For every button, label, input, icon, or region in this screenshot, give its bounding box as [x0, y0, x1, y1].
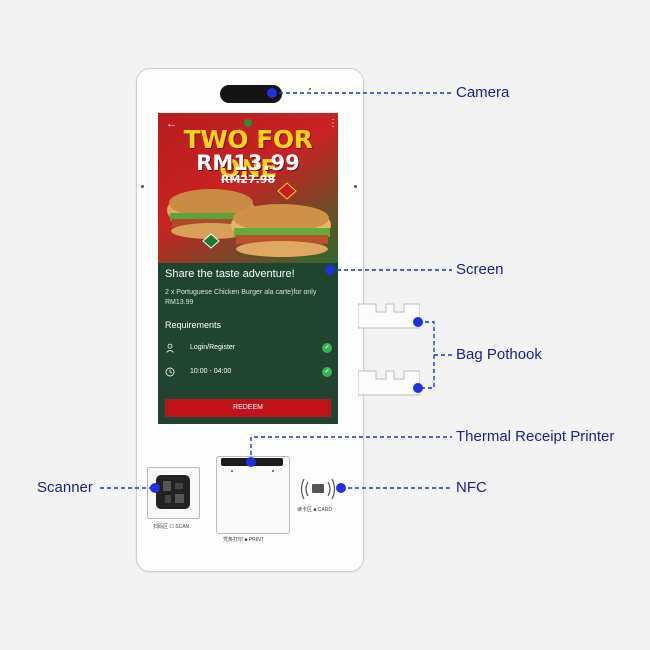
back-arrow-icon[interactable]: ← — [166, 118, 177, 130]
callout-scanner: Scanner — [37, 479, 93, 496]
card-label: 读卡区 ■ CARD — [297, 507, 332, 513]
promo-banner: TWO FOR ONE RM13.99 RM27.98 ← ⋮ — [158, 113, 338, 263]
printer-dot — [231, 470, 233, 472]
print-label: 凭条打印 ■ PRINT — [223, 537, 264, 543]
callout-screen: Screen — [456, 261, 504, 278]
callout-nfc: NFC — [456, 479, 487, 496]
side-dot-left — [141, 185, 144, 188]
check-icon: ✓ — [322, 343, 332, 353]
scanner-window — [156, 475, 190, 509]
promo-title: TWO FOR ONE — [183, 125, 313, 183]
sensor-dot — [309, 88, 311, 90]
promo-price: RM13.99 — [196, 151, 300, 175]
offer-description: 2 x Portuguese Chicken Burger ala carte)… — [165, 289, 317, 306]
side-dot-right — [354, 185, 357, 188]
requirement-row: Login/Register ✓ — [165, 343, 335, 357]
camera-lens — [220, 85, 282, 103]
scan-label: 扫码区 ☐ SCAN — [153, 524, 190, 530]
more-options-icon[interactable]: ⋮ — [328, 118, 338, 129]
callout-bag-pothook: Bag Pothook — [456, 346, 542, 363]
burger-illustration — [167, 119, 331, 257]
requirement-text: Login/Register — [190, 344, 236, 351]
scan-pattern-icon — [163, 481, 184, 503]
callout-printer: Thermal Receipt Printer — [456, 428, 615, 445]
nfc-icon — [300, 478, 336, 500]
promo-old-price: RM27.98 — [220, 173, 276, 186]
callout-camera: Camera — [456, 84, 510, 101]
requirement-row: 10:00 - 04:00 ✓ — [165, 367, 335, 381]
requirement-text: 10:00 - 04:00 — [190, 368, 232, 375]
kiosk-screen: TWO FOR ONE RM13.99 RM27.98 ← ⋮ Share th… — [158, 113, 338, 424]
bag-pothook-lower — [358, 370, 420, 396]
redeem-button[interactable]: REDEEM — [165, 399, 331, 417]
printer-housing — [216, 456, 290, 534]
requirements-label: Requirements — [165, 320, 222, 330]
printer-slot — [221, 458, 283, 466]
check-icon: ✓ — [322, 367, 332, 377]
printer-dot — [272, 470, 274, 472]
clock-icon — [165, 367, 175, 377]
user-icon — [165, 343, 175, 353]
bag-pothook-upper — [358, 303, 420, 329]
offer-heading: Share the taste adventure! — [165, 268, 295, 280]
